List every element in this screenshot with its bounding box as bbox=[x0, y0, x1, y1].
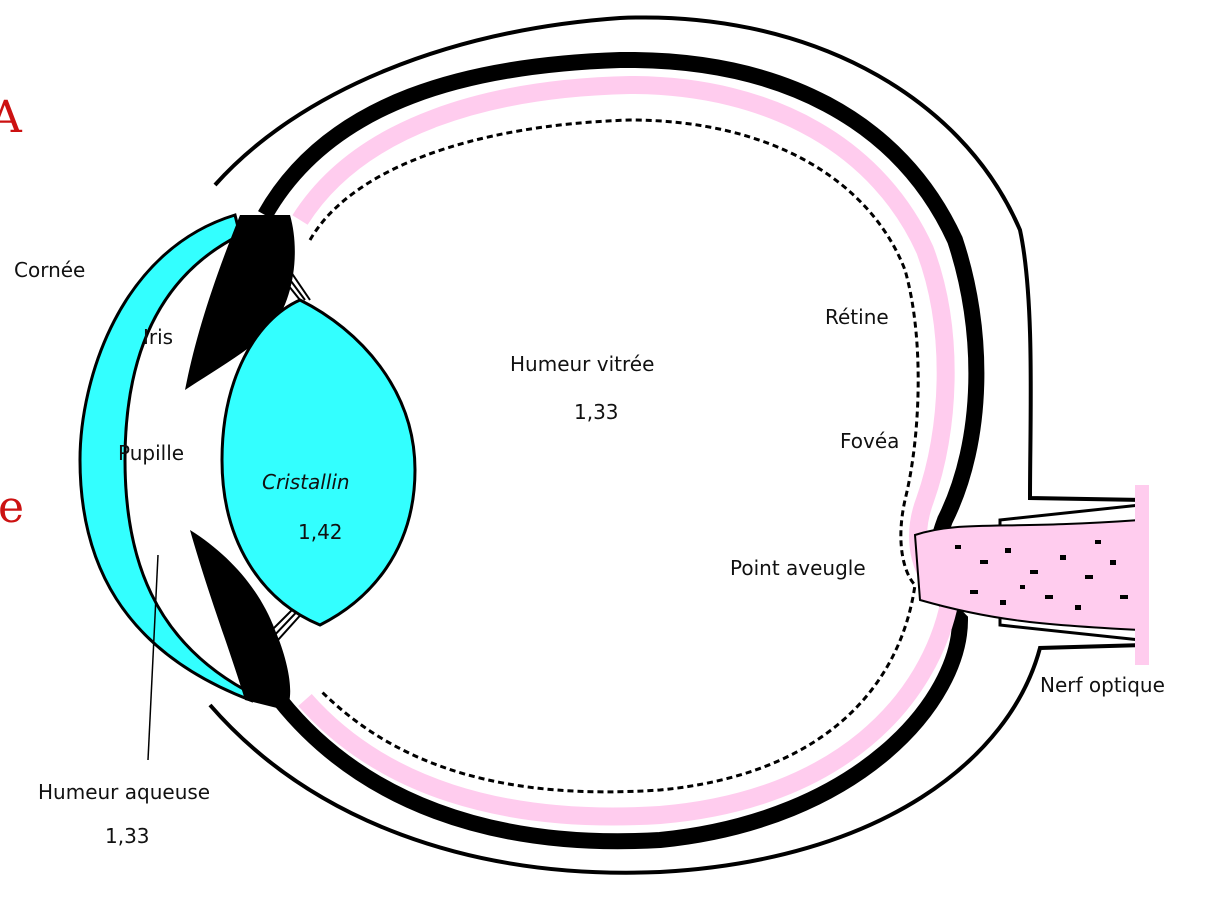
label-humeur-vitree-index: 1,33 bbox=[574, 402, 619, 422]
edge-fragment-middle: e bbox=[0, 486, 24, 530]
label-point-aveugle: Point aveugle bbox=[730, 558, 866, 578]
label-iris: Iris bbox=[143, 327, 173, 347]
label-humeur-vitree: Humeur vitrée bbox=[510, 354, 654, 374]
label-cristallin-index: 1,42 bbox=[298, 522, 343, 542]
aqueous-pointer-line bbox=[148, 555, 158, 760]
edge-fragment-top: A bbox=[0, 96, 22, 140]
label-humeur-aqueuse-index: 1,33 bbox=[105, 826, 150, 846]
label-cristallin: Cristallin bbox=[262, 472, 350, 492]
label-nerf-optique: Nerf optique bbox=[1040, 675, 1165, 695]
label-cornee: Cornée bbox=[14, 260, 85, 280]
optic-nerve-end bbox=[1135, 485, 1149, 665]
label-fovea: Fovéa bbox=[840, 431, 899, 451]
lens-cristallin bbox=[222, 300, 415, 625]
label-pupille: Pupille bbox=[118, 443, 184, 463]
label-retine: Rétine bbox=[825, 307, 889, 327]
label-humeur-aqueuse: Humeur aqueuse bbox=[38, 782, 210, 802]
